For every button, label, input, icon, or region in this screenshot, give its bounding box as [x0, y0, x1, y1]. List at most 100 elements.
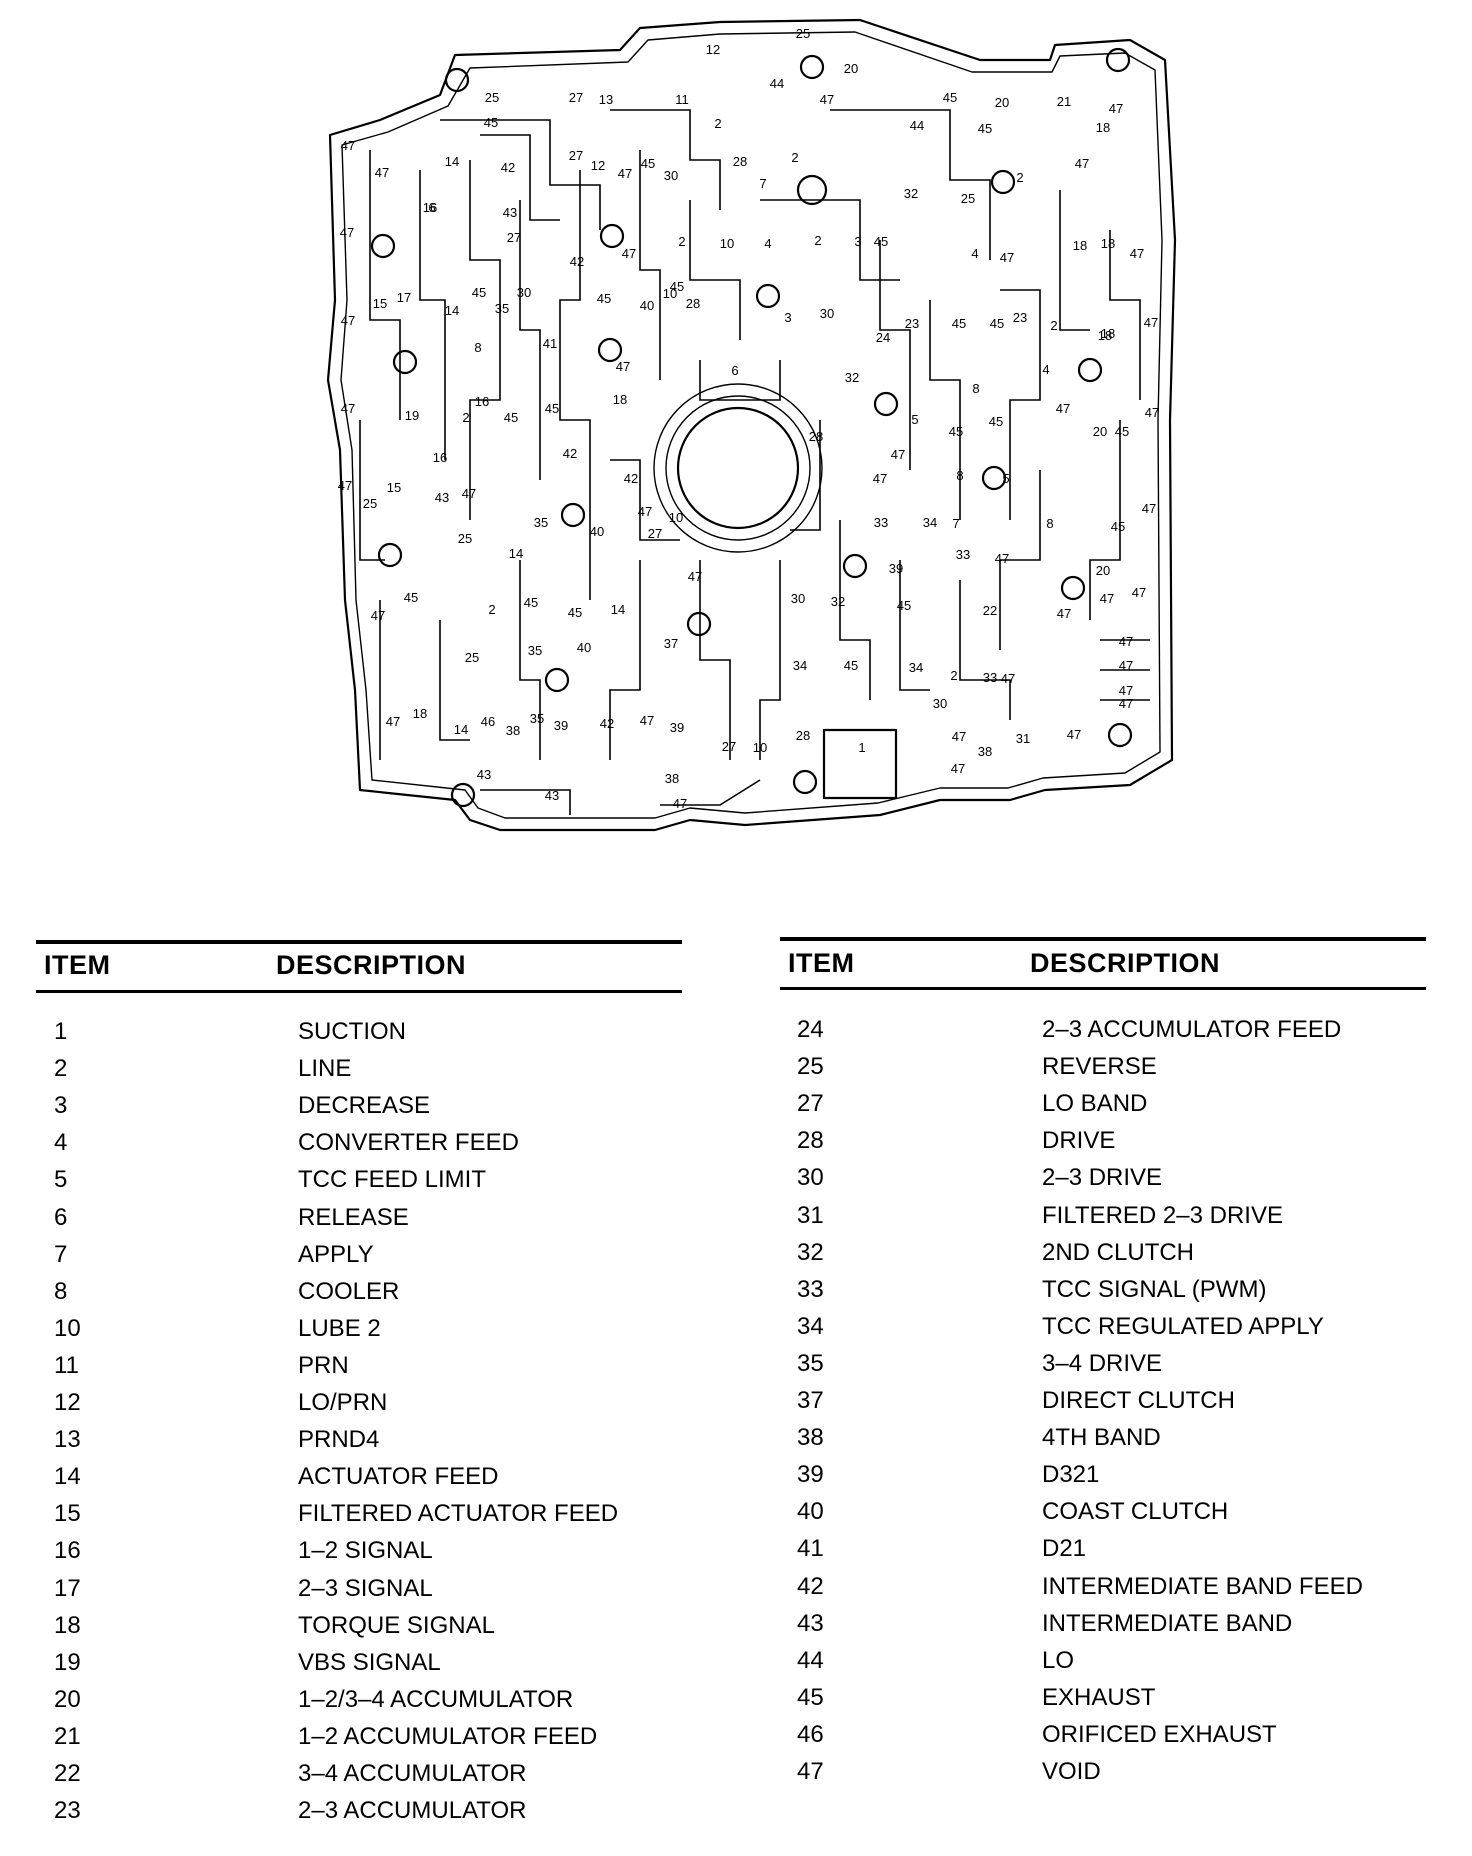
callout-label: 39: [670, 720, 684, 735]
callout-label: 47: [338, 478, 352, 493]
callout-label: 10: [720, 236, 734, 251]
callout-label: 25: [465, 650, 479, 665]
passage: [440, 119, 601, 230]
callout-label: 19: [405, 408, 419, 423]
legend-item-description: 2–3 SIGNAL: [298, 1574, 433, 1602]
callout-label: 45: [524, 595, 538, 610]
callout-label: 27: [722, 739, 736, 754]
legend-item-number: 27: [797, 1090, 824, 1118]
valve-body-outline: [326, 18, 1177, 832]
callout-label: 47: [1056, 401, 1070, 416]
legend-item-number: 10: [54, 1314, 81, 1342]
callout-label: 42: [570, 254, 584, 269]
callout-label: 43: [477, 767, 491, 782]
callout-label: 45: [404, 590, 418, 605]
legend-item-description: 2–3 ACCUMULATOR: [298, 1797, 527, 1825]
legend-item-number: 34: [797, 1312, 824, 1340]
callout-label: 2: [814, 233, 821, 248]
legend-item-description: LO/PRN: [298, 1389, 388, 1416]
legend-item-description: TCC FEED LIMIT: [298, 1166, 487, 1194]
bolt-hole: [1060, 575, 1086, 601]
callout-label: 28: [796, 728, 810, 743]
legend-item-description: VOID: [1042, 1758, 1101, 1785]
bolt-hole: [597, 337, 623, 363]
legend-item-number: 6: [54, 1203, 68, 1231]
legend-item-number: 32: [797, 1238, 824, 1266]
legend-item-description: REVERSE: [1042, 1053, 1157, 1081]
callout-label: 32: [845, 370, 859, 385]
callout-label: 47: [891, 447, 905, 462]
legend-item-description: FILTERED ACTUATOR FEED: [298, 1500, 619, 1528]
passage: [959, 580, 1011, 720]
callout-label: 2: [1016, 170, 1023, 185]
callout-label: 8: [956, 468, 963, 483]
callout-label: 40: [640, 298, 654, 313]
callout-label: 24: [876, 330, 890, 345]
callout-label: 47: [1130, 246, 1144, 261]
central-bore: [676, 406, 800, 530]
callout-label: 2: [1050, 318, 1057, 333]
bolt-hole: [1077, 357, 1103, 383]
passage: [1000, 289, 1041, 520]
callout-label: 47: [1119, 683, 1133, 698]
legend-item-description: ACTUATOR FEED: [298, 1463, 499, 1491]
callout-label: 45: [1111, 519, 1125, 534]
callout-label: 2: [678, 234, 685, 249]
legend-item-number: 39: [797, 1461, 824, 1489]
passage: [699, 360, 781, 401]
legend-item-description: DIRECT CLUTCH: [1042, 1387, 1235, 1414]
callout-label: 40: [577, 640, 591, 655]
callout-label: 47: [638, 504, 652, 519]
callout-label: 33: [983, 670, 997, 685]
bolt-hole: [990, 169, 1016, 195]
legend-item-description: 3–4 ACCUMULATOR: [298, 1760, 527, 1787]
callout-label: 14: [611, 602, 625, 617]
bolt-hole: [981, 465, 1007, 491]
callout-label: 47: [341, 313, 355, 328]
legend-item-number: 37: [797, 1387, 824, 1414]
bolt-hole: [392, 349, 418, 375]
passage: [839, 520, 871, 700]
callout-label: 21: [1057, 94, 1071, 109]
bolt-hole: [1107, 722, 1133, 748]
legend-item-description: RELEASE: [298, 1203, 409, 1231]
callout-label: 15: [387, 480, 401, 495]
callout-label: 45: [874, 234, 888, 249]
legend-item-description: 3–4 DRIVE: [1042, 1349, 1163, 1377]
callout-label: 18: [1098, 328, 1112, 343]
bolt-hole: [560, 502, 586, 528]
passage: [660, 779, 761, 806]
callout-label: 22: [983, 603, 997, 618]
legend-item-description: 1–2/3–4 ACCUMULATOR: [298, 1685, 574, 1713]
callout-label: 47: [1144, 315, 1158, 330]
callout-label: 47: [1119, 696, 1133, 711]
callout-label: 43: [545, 788, 559, 803]
legend-item-description: COOLER: [298, 1277, 400, 1305]
callout-label: 28: [809, 429, 823, 444]
legend-item-number: 46: [797, 1720, 824, 1748]
callout-label: 35: [534, 515, 548, 530]
legend-item-description: LO: [1042, 1646, 1075, 1674]
callout-label: 34: [923, 515, 937, 530]
callout-label: 33: [956, 547, 970, 562]
callout-label: 34: [793, 658, 807, 673]
callout-label: 47: [371, 608, 385, 623]
callout-label: 12: [706, 42, 720, 57]
callout-label: 14: [445, 303, 459, 318]
callout-label: 4: [1042, 362, 1049, 377]
callout-label: 2: [791, 150, 798, 165]
passage: [999, 470, 1041, 650]
callout-label: 47: [1067, 727, 1081, 742]
legend-item-description: CONVERTER FEED: [298, 1129, 519, 1157]
callout-label: 47: [1142, 501, 1156, 516]
valve-body-diagram: 1222222222334445566778888101010101112121…: [326, 18, 1177, 832]
legend-item-description: TCC SIGNAL (PWM): [1042, 1275, 1267, 1303]
valve-body-inner-outline: [340, 31, 1163, 819]
callout-label: 15: [373, 296, 387, 311]
callout-label: 38: [506, 723, 520, 738]
bolt-hole: [370, 233, 396, 259]
callout-label: 16: [475, 394, 489, 409]
callout-label: 45: [504, 410, 518, 425]
passage: [830, 109, 991, 260]
legend-rule-header: [36, 990, 682, 993]
